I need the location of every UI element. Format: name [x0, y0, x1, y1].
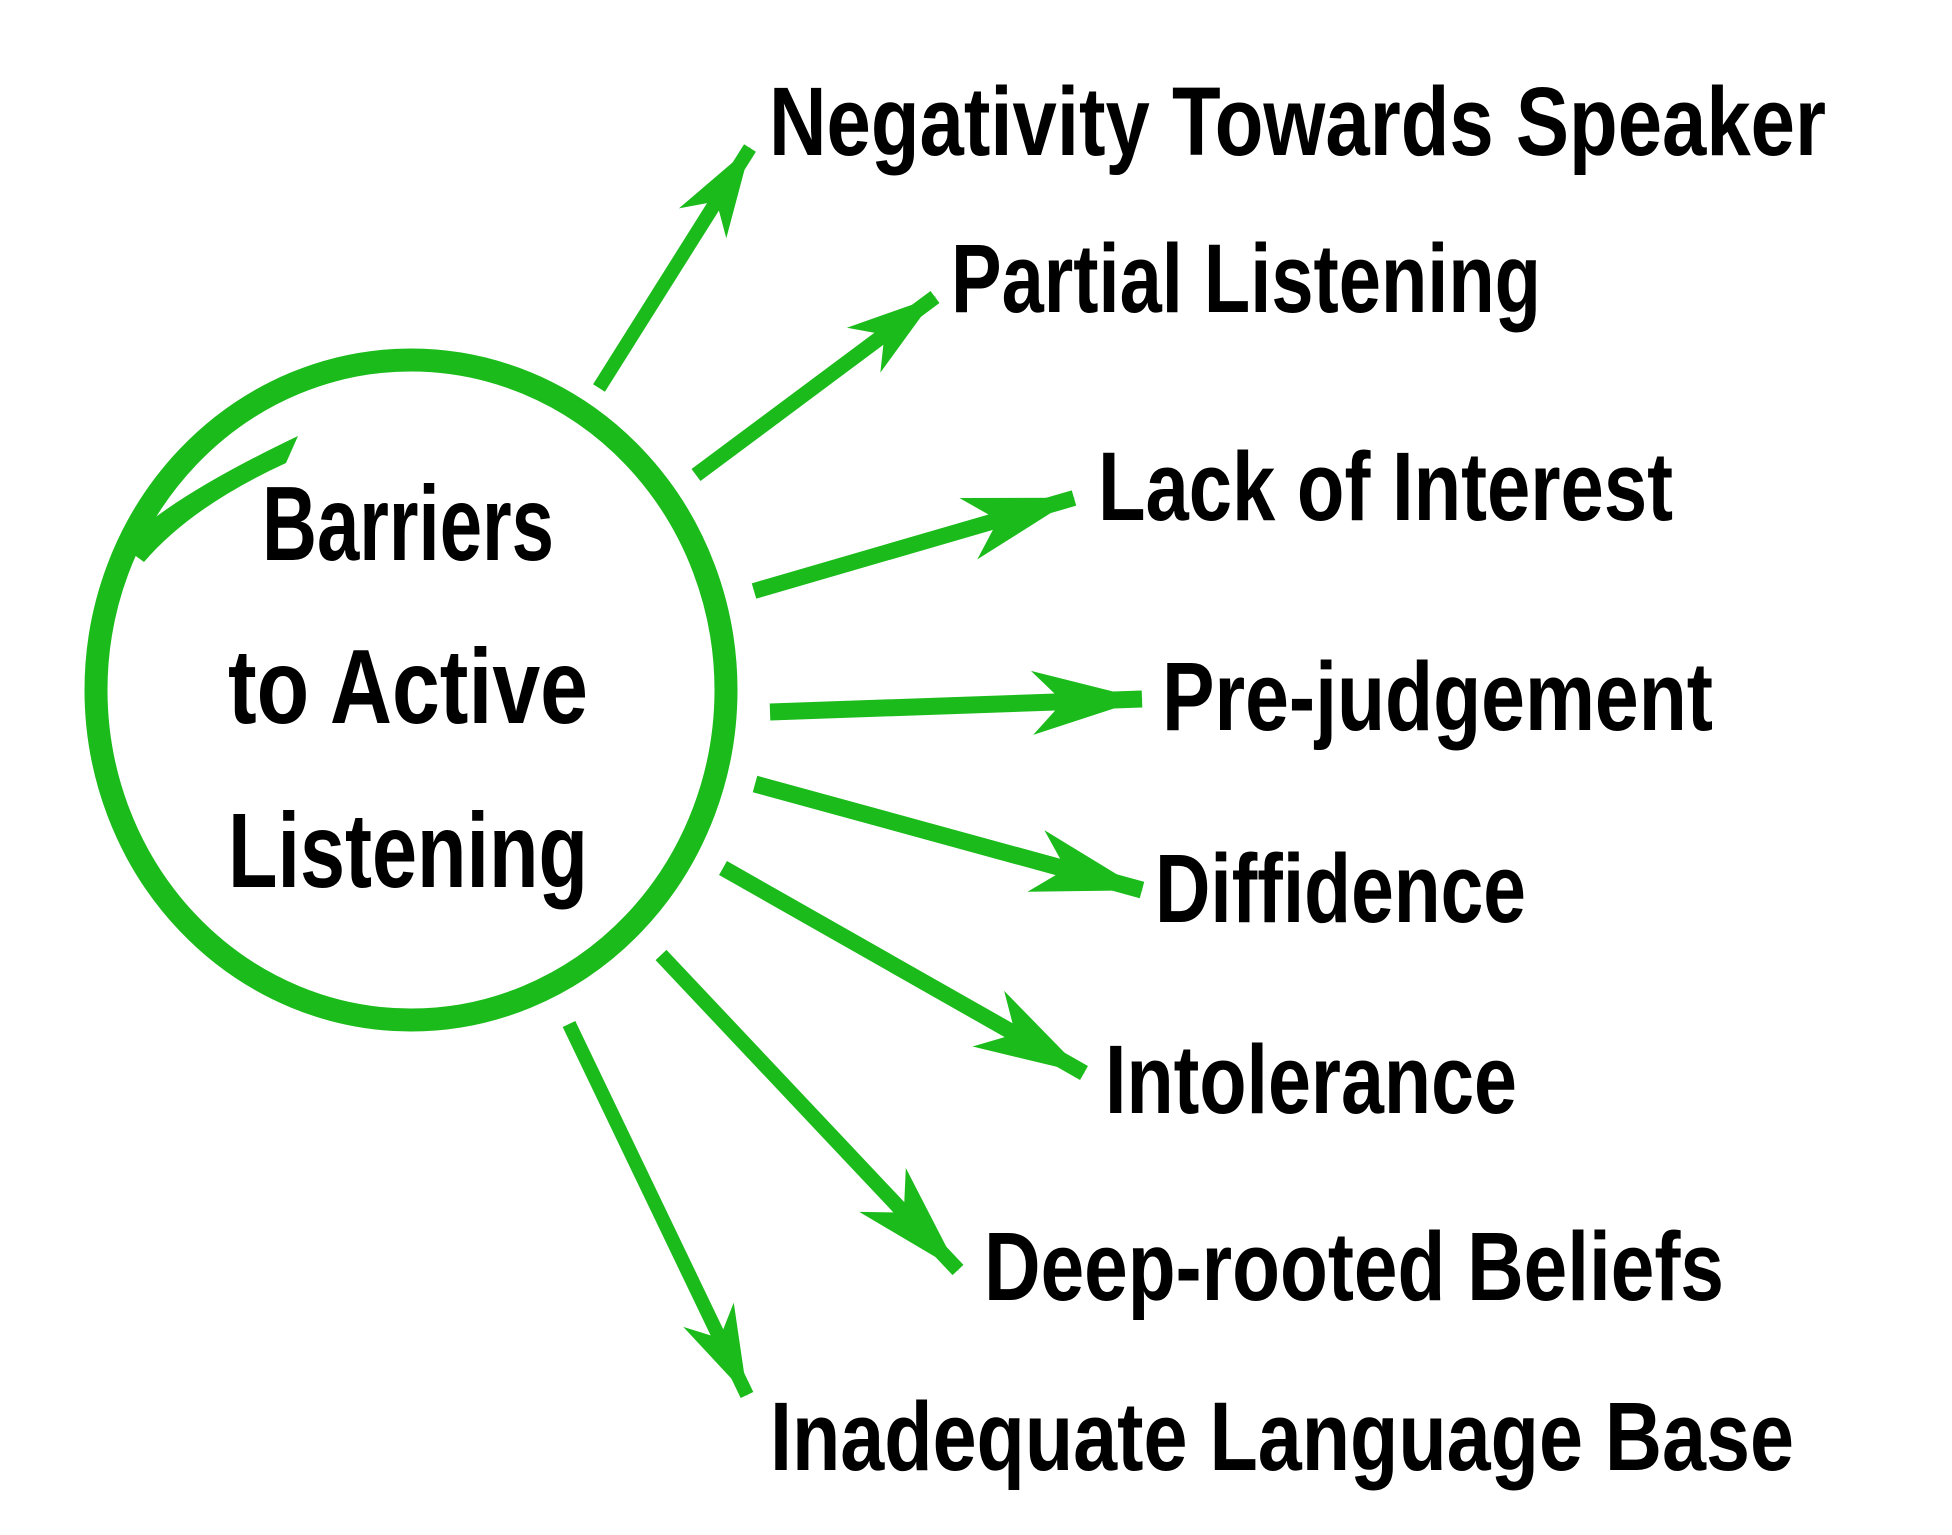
arrow-icon-pre-judgement [769, 670, 1143, 735]
barrier-label-negativity-towards-speaker: Negativity Towards Speaker [769, 67, 1826, 176]
barrier-arrows [562, 144, 1145, 1399]
arrow-icon-lack-of-interest [751, 490, 1077, 599]
circle-title-line-1: Barriers [262, 465, 554, 583]
barrier-label-partial-listening: Partial Listening [951, 224, 1541, 333]
arrow-icon-diffidence [752, 775, 1145, 899]
barrier-label-lack-of-interest: Lack of Interest [1098, 432, 1673, 541]
circle-title-line-3: Listening [228, 792, 588, 910]
barrier-label-diffidence: Diffidence [1155, 834, 1526, 943]
barrier-label-inadequate-language-base: Inadequate Language Base [770, 1382, 1794, 1491]
center-circle-group [84, 348, 738, 1032]
circle-title: Barriers to Active Listening [228, 465, 588, 910]
center-circle [84, 348, 738, 1032]
arrow-icon-inadequate-language-base [562, 1020, 754, 1399]
circle-pen-tail [122, 436, 298, 562]
barrier-labels: Negativity Towards Speaker Partial Liste… [769, 67, 1826, 1491]
arrow-icon-negativity-towards-speaker [593, 144, 756, 392]
arrow-icon-partial-listening [691, 290, 940, 482]
arrow-icon-intolerance [719, 861, 1088, 1080]
barrier-label-pre-judgement: Pre-judgement [1162, 642, 1713, 751]
circle-title-line-2: to Active [228, 628, 588, 746]
barrier-label-deep-rooted-beliefs: Deep-rooted Beliefs [984, 1212, 1724, 1321]
arrow-icon-deep-rooted-beliefs [655, 949, 964, 1276]
barrier-label-intolerance: Intolerance [1105, 1025, 1517, 1134]
